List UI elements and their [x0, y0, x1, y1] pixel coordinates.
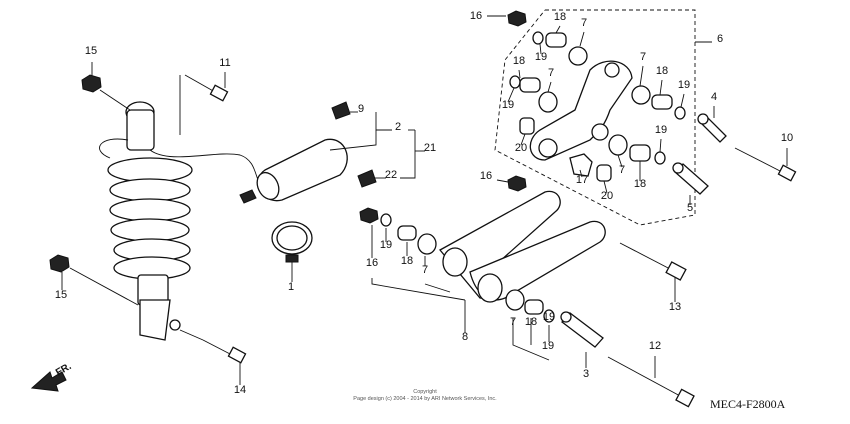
shock-arm-6-icon — [529, 60, 633, 161]
nut-16-top-icon — [507, 10, 527, 27]
collar-5-icon — [672, 162, 709, 205]
callout-5: 5 — [687, 202, 693, 214]
needle-bearing-icon — [545, 32, 567, 48]
callout-7: 7 — [548, 67, 554, 79]
callout-18: 18 — [656, 65, 668, 77]
fr-label: FR. — [54, 361, 74, 379]
callout-18: 18 — [513, 55, 525, 67]
copyright-line-1: Copyright — [413, 389, 437, 395]
clip-22-icon — [357, 169, 377, 188]
callout-11: 11 — [219, 57, 230, 69]
callout-19: 19 — [678, 79, 690, 91]
callout-bracket-2 — [329, 111, 425, 179]
callout-20: 20 — [601, 190, 613, 202]
callout-4: 4 — [711, 91, 717, 103]
leader-lines — [487, 15, 685, 194]
bolt-12-icon — [607, 356, 695, 408]
callout-3: 3 — [583, 368, 589, 380]
callout-7: 7 — [510, 316, 516, 328]
callout-21: 21 — [424, 142, 436, 154]
callout-15: 15 — [85, 45, 97, 57]
bearing-set-top — [507, 10, 686, 182]
callout-18: 18 — [525, 316, 537, 328]
callout-16: 16 — [480, 170, 492, 182]
callout-2: 2 — [395, 121, 401, 133]
callout-17: 17 — [576, 174, 588, 186]
callout-19: 19 — [543, 311, 555, 323]
arrow-icon — [30, 371, 67, 392]
callout-18: 18 — [554, 11, 566, 23]
callout-14: 14 — [234, 384, 246, 396]
front-direction-arrow: FR. — [30, 361, 74, 392]
callout-6: 6 — [717, 33, 723, 45]
diagram-code: MEC4-F2800A — [710, 397, 786, 411]
callout-19: 19 — [380, 239, 392, 251]
callout-20: 20 — [515, 142, 527, 154]
copyright-line-2: Page design (c) 2004 - 2014 by ARI Netwo… — [353, 396, 497, 402]
callout-19: 19 — [535, 51, 547, 63]
bolt-11-icon — [184, 72, 229, 102]
nut-16-mid-icon — [507, 175, 527, 192]
collar-3-icon — [560, 311, 604, 368]
clip-9-icon — [331, 101, 351, 120]
shock-link-8-icon — [438, 190, 606, 333]
callout-8: 8 — [462, 331, 468, 343]
band-clamp-1-icon — [271, 221, 313, 282]
callout-16: 16 — [470, 10, 482, 22]
callout-19: 19 — [655, 124, 667, 136]
callout-7: 7 — [581, 17, 587, 29]
callout-9: 9 — [358, 103, 364, 115]
callout-15: 15 — [55, 289, 67, 301]
callout-22: 22 — [385, 169, 397, 181]
callout-7: 7 — [422, 264, 428, 276]
callout-10: 10 — [781, 132, 793, 144]
arm-assembly-outline — [494, 9, 712, 226]
callout-19: 19 — [502, 99, 514, 111]
collar-17-icon — [569, 153, 593, 177]
shock-absorber — [49, 62, 261, 341]
callout-18: 18 — [401, 255, 413, 267]
callout-13: 13 — [669, 301, 681, 313]
bolt-10-icon — [734, 147, 797, 182]
callout-16: 16 — [366, 257, 378, 269]
bearing-set-left — [359, 207, 466, 301]
callout-1: 1 — [288, 281, 294, 293]
nut-15-bottom-icon — [49, 254, 70, 273]
reservoir-2-icon — [239, 138, 348, 204]
callout-12: 12 — [649, 340, 661, 352]
nut-15-top-icon — [81, 74, 102, 93]
callout-18: 18 — [634, 178, 646, 190]
bolt-14-icon — [179, 329, 247, 385]
spring-coils-icon — [107, 157, 193, 280]
callout-19: 19 — [542, 340, 554, 352]
collar-4-icon — [697, 106, 727, 143]
bearing-set-right — [505, 289, 555, 361]
callout-7: 7 — [640, 51, 646, 63]
bolt-13-icon — [619, 242, 687, 302]
callout-7: 7 — [619, 164, 625, 176]
